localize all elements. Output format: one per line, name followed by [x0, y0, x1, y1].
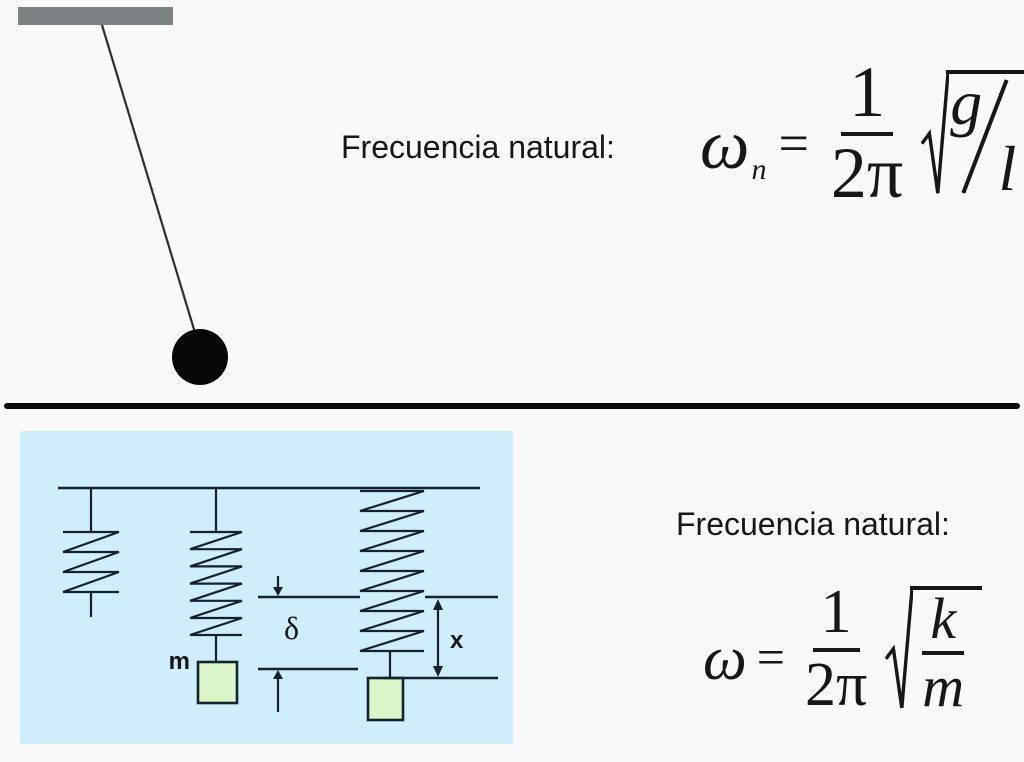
diagram-panel-background	[20, 431, 513, 744]
mass-block-middle	[196, 660, 239, 705]
radicand-fraction: k m	[914, 589, 972, 720]
mass-label: m	[169, 648, 190, 675]
omega-subscript: n	[751, 153, 767, 187]
spring-displaced	[359, 489, 425, 678]
radicand: k m	[910, 586, 983, 720]
coefficient-fraction: 1 2π	[797, 581, 875, 719]
pendulum-bob	[172, 329, 228, 385]
coefficient-fraction: 1 2π	[823, 56, 911, 214]
pendulum-diagram	[18, 7, 228, 385]
radicand: g l	[946, 69, 1024, 200]
fraction-numerator: 1	[841, 56, 894, 137]
radical-sign-icon	[921, 70, 949, 197]
omega-symbol: ω	[703, 625, 747, 694]
fraction-denominator: 2π	[804, 650, 868, 719]
equals-sign: =	[778, 113, 809, 174]
fraction-numerator: 1	[812, 581, 860, 652]
omega-symbol-wrap: ω	[703, 625, 747, 694]
radicand-numerator: k	[922, 589, 965, 656]
delta-label: δ	[284, 610, 299, 646]
spring-mass-diagram: m δ x	[20, 431, 513, 744]
top-frequency-label: Frecuencia natural:	[341, 129, 615, 165]
square-root: k m	[885, 586, 983, 720]
radicand-numerator: g	[950, 66, 983, 138]
omega-symbol: ω	[700, 106, 750, 184]
radical-sign-icon	[885, 586, 913, 712]
bottom-frequency-label: Frecuencia natural:	[676, 506, 950, 542]
delta-down-arrowhead-icon	[273, 587, 283, 596]
spring-static-deflection	[189, 488, 243, 662]
radicand-denominator: m	[922, 654, 965, 720]
radicand-denominator: l	[998, 133, 1017, 205]
equals-sign: =	[756, 628, 785, 685]
pendulum-frequency-formula: ω n = 1 2π g l	[700, 56, 1024, 214]
x-down-arrowhead-icon	[433, 666, 443, 677]
spring-frequency-formula: ω = 1 2π k m	[703, 581, 983, 720]
square-root: g l	[921, 69, 1024, 200]
pendulum-support-bar	[18, 7, 173, 25]
delta-up-arrowhead-icon	[273, 670, 283, 679]
section-divider	[4, 403, 1020, 409]
fraction-denominator: 2π	[830, 133, 904, 214]
x-label: x	[450, 627, 464, 654]
spring-unstretched	[62, 488, 120, 617]
omega-with-subscript: ω n	[700, 106, 766, 185]
pendulum-string	[100, 24, 198, 337]
mass-block-right	[366, 676, 405, 722]
diagonal-fraction: g l	[950, 70, 1016, 200]
x-up-arrowhead-icon	[433, 599, 443, 610]
